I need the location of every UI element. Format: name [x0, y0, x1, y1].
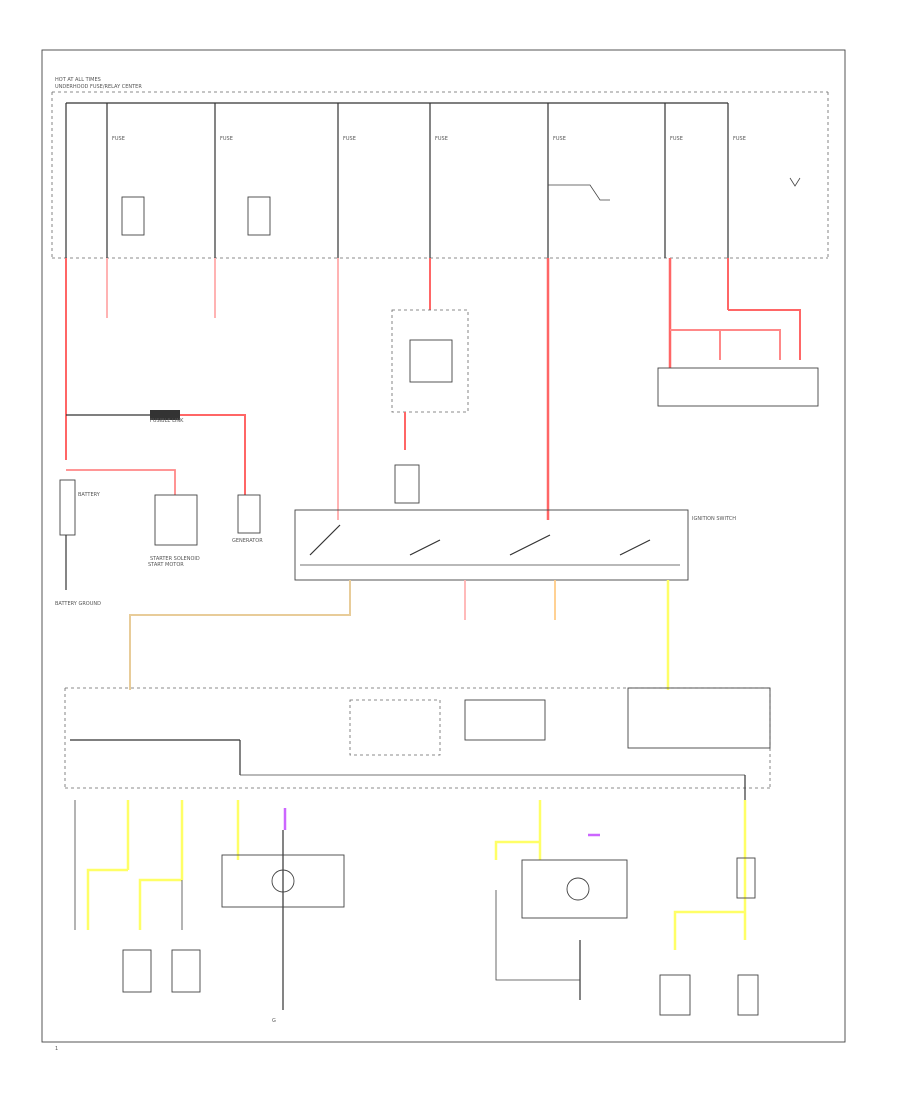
- fuse-label-4: FUSE: [435, 136, 448, 142]
- battery-ground-label: BATTERY GROUND: [55, 601, 101, 607]
- fuse-label-5: FUSE: [553, 136, 566, 142]
- starter-label: STARTER SOLENOID: [150, 556, 200, 562]
- ignition-switch-label: IGNITION SWITCH: [692, 516, 736, 522]
- fuse6-branch: [670, 329, 781, 360]
- starter-feed: [66, 469, 176, 495]
- fuse-label-6: FUSE: [670, 136, 683, 142]
- starter-solenoid-box: [154, 494, 198, 546]
- relay-box-2: [247, 196, 271, 236]
- ground-arrow-symbol: [789, 177, 801, 187]
- fuse7-branch: [728, 309, 801, 360]
- fusible-link-symbol: [150, 410, 180, 420]
- instrument-panel-fuse-block: [64, 687, 771, 800]
- middle-relay-box: [391, 309, 469, 504]
- right-relay-box: [657, 367, 819, 407]
- start-motor-label: START MOTOR: [148, 562, 184, 568]
- generator-box: [237, 494, 261, 534]
- generator-feed: [180, 414, 246, 495]
- battery-symbol: [59, 479, 76, 536]
- fusible-link-label: FUSIBLE LINK: [150, 418, 184, 424]
- relay-switch-symbol: [548, 184, 610, 201]
- relay-box-1: [121, 196, 145, 236]
- lower-circuit-wires: [74, 800, 747, 1010]
- ground-label: G: [272, 1018, 276, 1024]
- switch-output-tan: [129, 580, 351, 690]
- diagram-frame: [41, 49, 846, 1043]
- header-text-1: HOT AT ALL TIMES: [55, 77, 101, 83]
- fuse-label-3: FUSE: [343, 136, 356, 142]
- header-text-2: UNDERHOOD FUSE/RELAY CENTER: [55, 84, 142, 90]
- power-wires: [65, 258, 801, 520]
- underhood-fuse-block: FUSE FUSE FUSE FUSE FUSE FUSE FUSE: [51, 91, 829, 460]
- battery-starter-group: FUSIBLE LINK BATTERY BATTERY GROUND STAR…: [55, 410, 263, 607]
- generator-label: GENERATOR: [232, 538, 263, 544]
- fuse-label-7: FUSE: [733, 136, 746, 142]
- fuse6-branch-2: [670, 329, 721, 360]
- ignition-switch-group: IGNITION SWITCH: [294, 509, 736, 581]
- fuse-label-2: FUSE: [220, 136, 233, 142]
- page-mark: 1: [55, 1046, 58, 1052]
- battery-label: BATTERY: [78, 492, 101, 498]
- lower-components: [122, 854, 759, 1016]
- fuse-label-1: FUSE: [112, 136, 125, 142]
